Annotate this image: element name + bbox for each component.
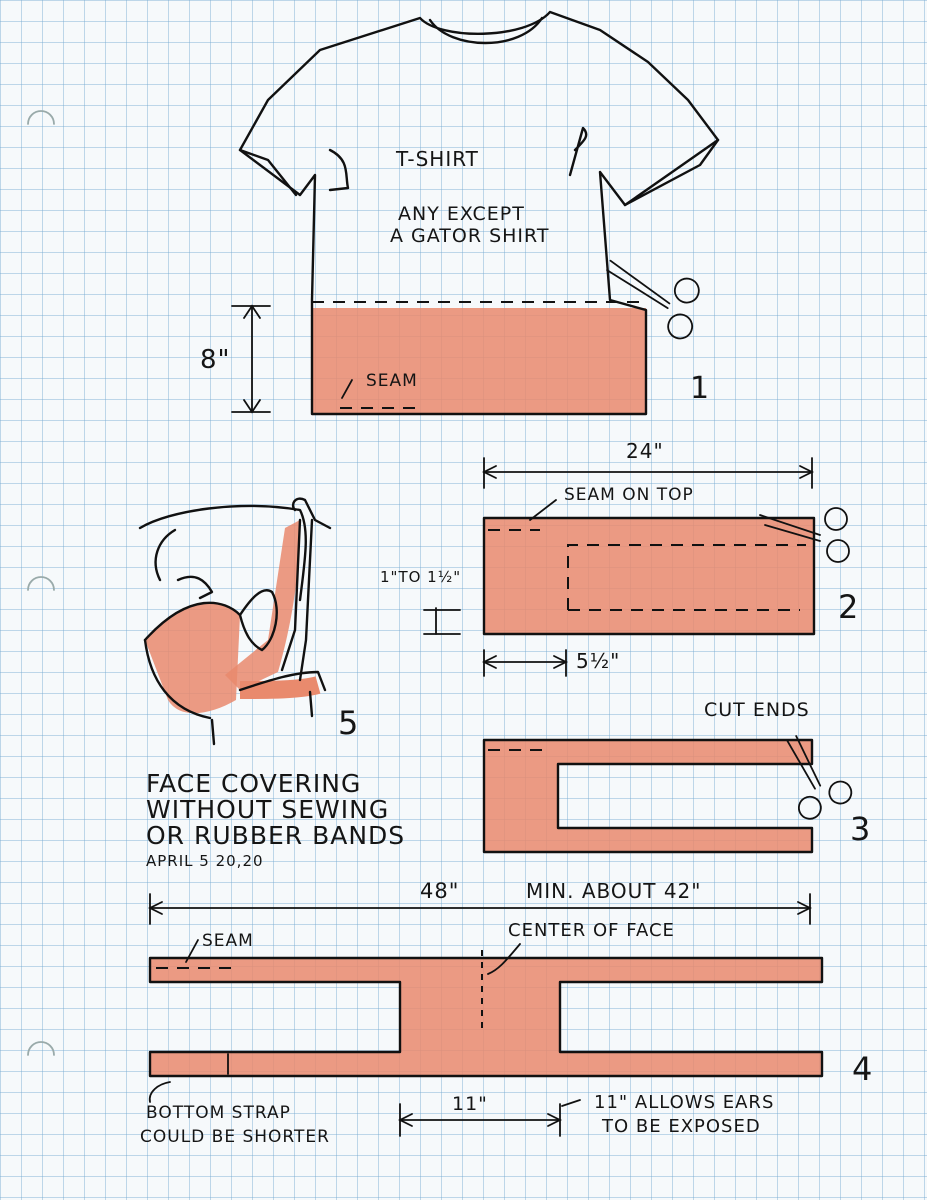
step4-total-dim: 48" [420,879,459,903]
step2-strap-arrow [423,607,461,635]
scissors-icon [786,735,853,820]
step4-center-note: CENTER OF FACE [508,920,675,941]
step1-shirt-label: T-SHIRT [395,147,479,171]
step1-height-arrow [231,304,271,414]
step4-bottom-note-line1: BOTTOM STRAP [146,1103,291,1123]
step1-note-line1: ANY EXCEPT [398,203,525,225]
step4-ears-pointer [561,1099,581,1107]
step5-wearer-drawing [138,497,332,746]
step2-end-arrow [481,649,569,677]
step3-cut-note: CUT ENDS [704,699,810,721]
step4-seam-label: SEAM [202,931,254,951]
step1-note-line2: A GATOR SHIRT [390,225,549,247]
step4-bottom-note-line2: COULD BE SHORTER [140,1127,330,1147]
step1-number: 1 [690,371,710,406]
step2-seam-note: SEAM ON TOP [564,485,694,505]
step4-bottom-pointer [148,1081,171,1103]
scissors-icon [606,259,700,340]
step2-width-arrow [481,457,815,489]
step4-min-note: MIN. ABOUT 42" [526,879,701,903]
step2-end-dim: 5½" [576,649,620,673]
step1-seam-pointer [341,379,353,399]
step1-height-dim: 8" [200,345,231,375]
step4-center-dim: 11" [452,1093,488,1115]
title-date: APRIL 5 20,20 [146,852,264,870]
step5-number: 5 [338,704,359,742]
step4-seam-pointer [185,939,199,963]
step4-total-arrow [147,893,813,925]
title-line1: FACE COVERING [146,769,361,798]
scissors-icon [759,507,850,563]
step4-full-strip-drawing [148,950,824,1078]
step3-number: 3 [850,810,871,848]
step2-seam-pointer [529,499,557,521]
step2-number: 2 [838,588,859,626]
step4-number: 4 [852,1050,873,1088]
step2-width-dim: 24" [626,439,664,463]
title-line3: OR RUBBER BANDS [146,821,405,850]
title-line2: WITHOUT SEWING [146,795,389,824]
step1-seam-label: SEAM [366,371,418,391]
binder-holes [27,110,55,1056]
step4-center-arrow [397,1103,563,1137]
step3-cut-strip-drawing [482,738,814,854]
step4-center-pointer [487,943,521,975]
step4-ears-note-line1: 11" ALLOWS EARS [594,1092,774,1113]
step4-ears-note-line2: TO BE EXPOSED [601,1116,761,1137]
step2-strap-dim: 1"TO 1½" [380,568,461,586]
step1-tshirt-drawing [238,10,720,416]
step2-strip-drawing [482,516,816,636]
